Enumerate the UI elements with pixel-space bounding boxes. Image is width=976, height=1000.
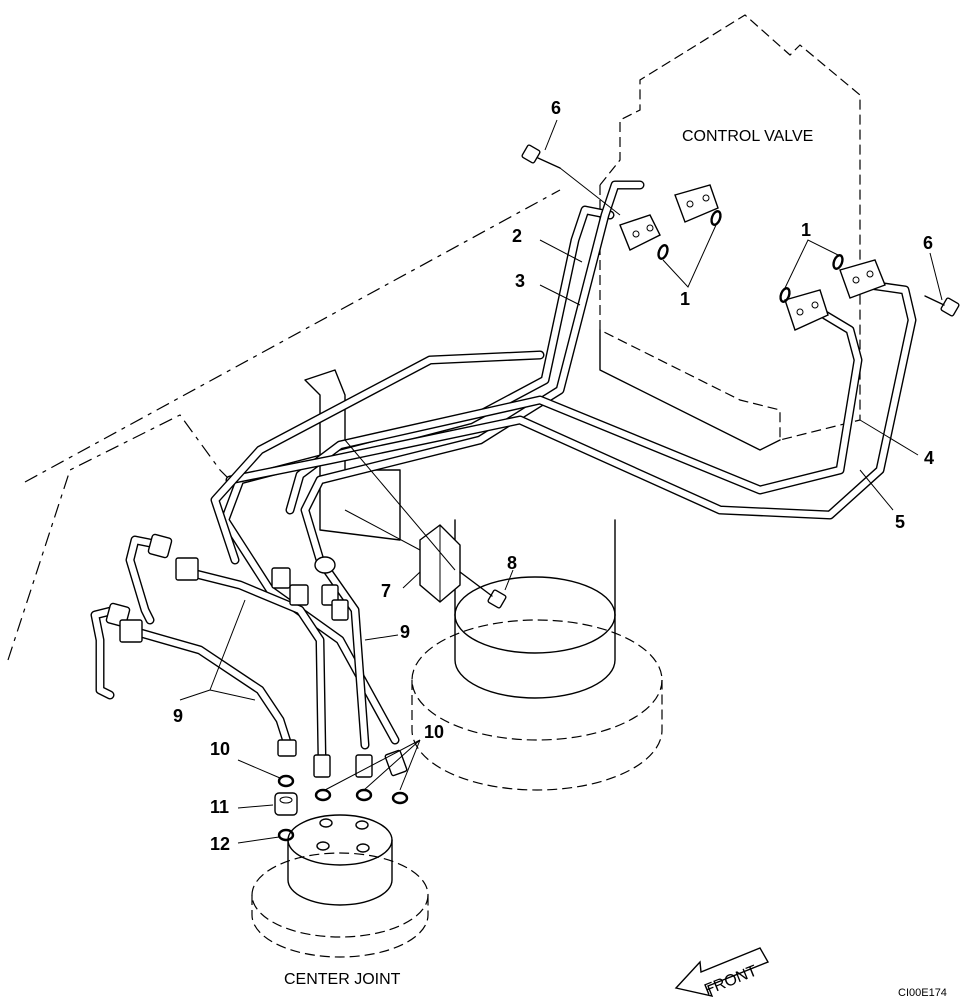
drawing-code: CI00E174: [898, 987, 947, 999]
hydraulic-lines: [90, 180, 917, 765]
callout-8: 8: [507, 553, 517, 573]
callout-5: 5: [895, 512, 905, 532]
callout-6: 6: [551, 98, 561, 118]
hose-fittings: [105, 533, 408, 778]
callout-1: 1: [680, 289, 690, 309]
callout-12: 12: [210, 834, 230, 854]
leader-lines: [179, 119, 943, 844]
flange-bolts: [521, 144, 960, 317]
frame-outline: [7, 189, 561, 661]
control-valve: [599, 14, 861, 451]
center-joint-label: CENTER JOINT: [284, 971, 401, 988]
callout-3: 3: [515, 271, 525, 291]
callout-9: 9: [173, 706, 183, 726]
control-valve-label: CONTROL VALVE: [682, 128, 813, 145]
callout-10: 10: [424, 722, 444, 742]
front-direction-arrow: FRONT: [674, 947, 770, 999]
callout-4: 4: [924, 448, 934, 468]
callout-6: 6: [923, 233, 933, 253]
o-rings: [274, 210, 844, 842]
callout-1: 1: [801, 220, 811, 240]
callout-2: 2: [512, 226, 522, 246]
pipe-flanges: [619, 184, 886, 331]
callout-11: 11: [210, 797, 229, 817]
clamp-assembly: [344, 439, 507, 609]
callout-9: 9: [400, 622, 410, 642]
callout-10: 10: [210, 739, 230, 759]
callout-7: 7: [381, 581, 391, 601]
